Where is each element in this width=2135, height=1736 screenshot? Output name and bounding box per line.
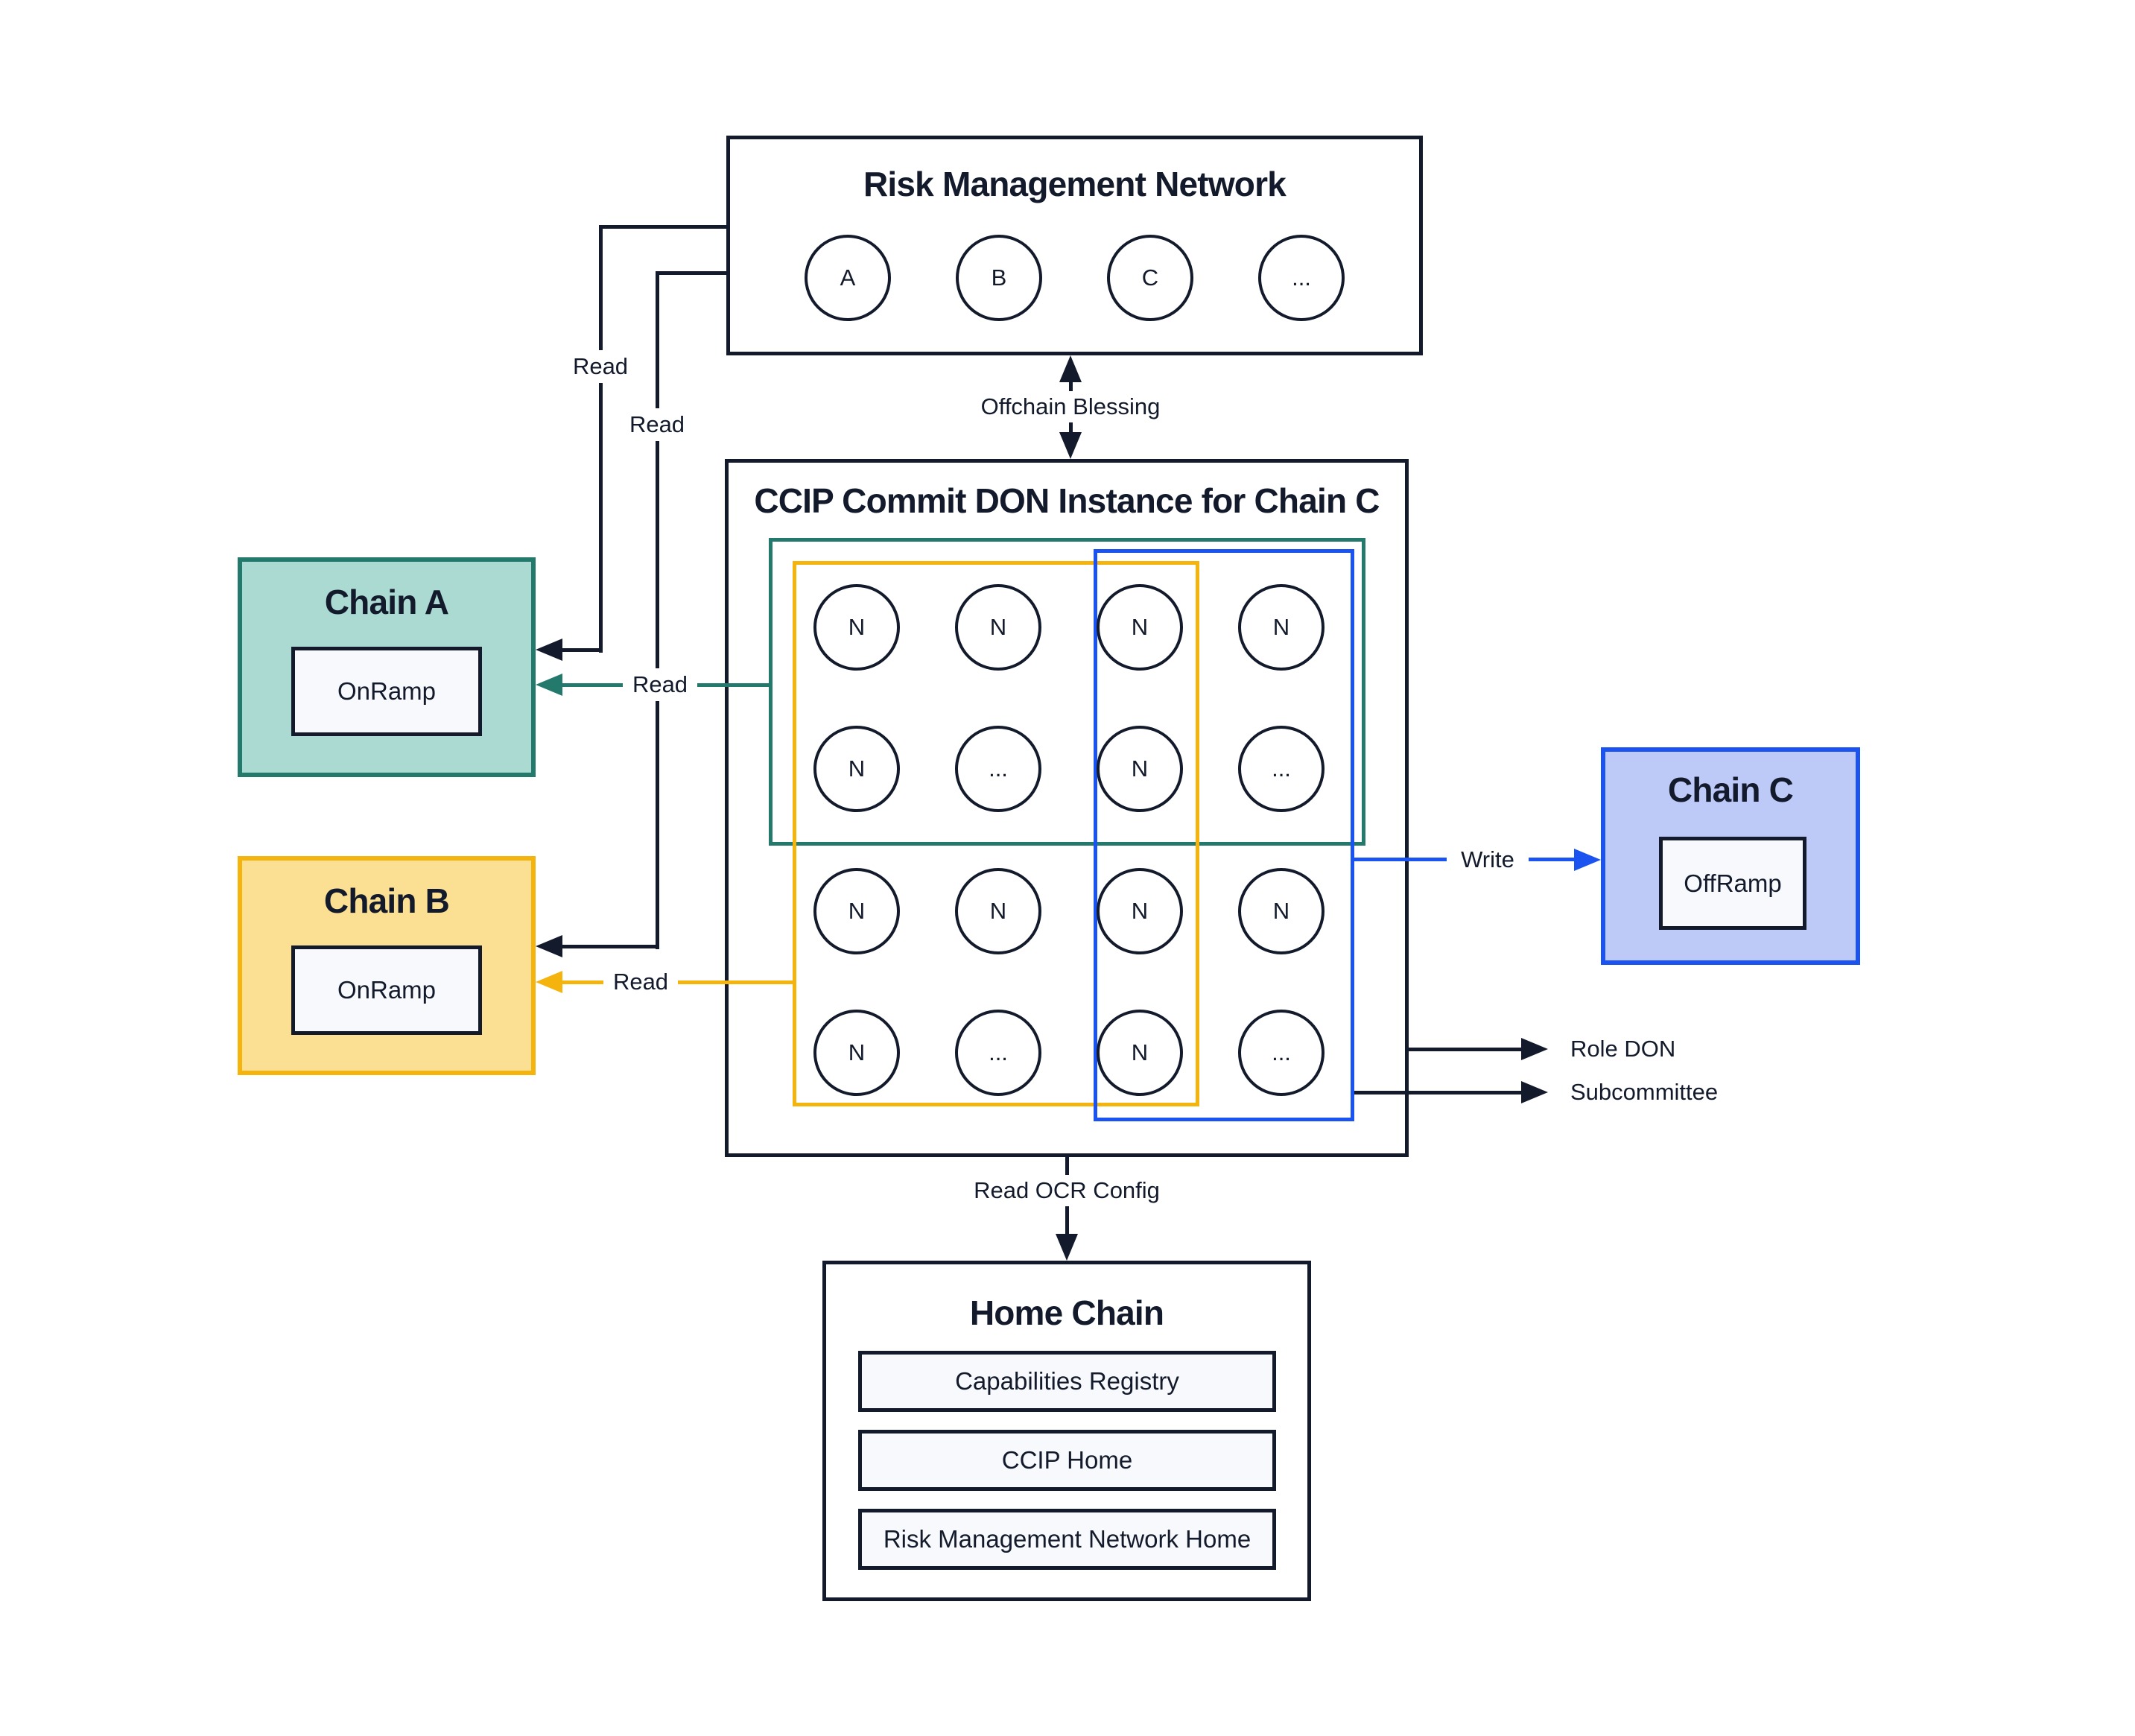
don-node: N	[813, 868, 900, 954]
don-node: N	[813, 584, 900, 671]
don-node: N	[813, 1010, 900, 1096]
don-node: N	[1097, 1010, 1183, 1096]
arrowhead-down-into-home-chain-icon	[1056, 1234, 1078, 1261]
don-node: ...	[1238, 1010, 1325, 1096]
edge-label-read-don-to-chain-b: Read	[603, 966, 678, 998]
arrowhead-blue-into-chain-c-icon	[1574, 849, 1601, 871]
edge-rmn-to-chain-a	[599, 225, 603, 653]
edge-label-read-rmn-to-chain-a: Read	[563, 350, 638, 383]
arrowhead-yellow-into-chain-b-icon	[536, 971, 562, 993]
chain-a-box	[238, 557, 536, 777]
subcommittee-rect-chain-c	[1094, 549, 1354, 1121]
edge-rmn-to-chain-b	[559, 945, 659, 948]
commit-don-title: CCIP Commit DON Instance for Chain C	[754, 481, 1380, 520]
don-node: N	[813, 726, 900, 812]
chain-b-onramp-box: OnRamp	[291, 945, 482, 1035]
chain-b-title: Chain B	[323, 881, 450, 920]
chain-c-offramp-box: OffRamp	[1659, 837, 1806, 930]
don-node: N	[1097, 726, 1183, 812]
arrowhead-teal-into-chain-a-icon	[536, 674, 562, 696]
don-node: ...	[1238, 726, 1325, 812]
home-chain-title: Home Chain	[969, 1293, 1164, 1332]
arrowhead-subcommittee-icon	[1521, 1081, 1548, 1103]
edge-label-read-rmn-to-chain-b: Read	[620, 408, 694, 441]
label-subcommittee: Subcommittee	[1570, 1079, 1719, 1105]
capabilities-registry-box: Capabilities Registry	[858, 1351, 1276, 1412]
chain-a-title: Chain A	[324, 583, 449, 621]
chain-a-onramp-box: OnRamp	[291, 647, 482, 736]
edge-label-offchain-blessing: Offchain Blessing	[970, 391, 1171, 422]
edge-rmn-to-chain-a	[600, 225, 726, 229]
rmn-node: A	[805, 235, 891, 321]
rmn-node: ...	[1258, 235, 1345, 321]
don-node: N	[1097, 868, 1183, 954]
arrowhead-role-don-icon	[1521, 1038, 1548, 1060]
don-node: N	[1238, 584, 1325, 671]
arrowhead-into-chain-a-icon	[536, 639, 562, 661]
rmn-home-box: Risk Management Network Home	[858, 1509, 1276, 1570]
ccip-home-box: CCIP Home	[858, 1430, 1276, 1491]
edge-rmn-to-chain-a	[559, 648, 603, 652]
chain-c-title: Chain C	[1667, 770, 1794, 809]
risk-management-network-title: Risk Management Network	[863, 165, 1287, 203]
edge-role-don	[1409, 1048, 1524, 1051]
don-node: N	[955, 584, 1041, 671]
arrowhead-into-chain-b-icon	[536, 935, 562, 957]
arrowhead-up-into-rmn-icon	[1059, 355, 1082, 382]
edge-label-write: Write	[1447, 843, 1529, 876]
rmn-node: C	[1107, 235, 1193, 321]
subcommittee-rect-chain-a	[769, 538, 1365, 846]
edge-rmn-to-chain-b	[656, 271, 659, 949]
chain-b-box	[238, 856, 536, 1075]
rmn-node: B	[956, 235, 1042, 321]
don-node: N	[1097, 584, 1183, 671]
label-role-don: Role DON	[1570, 1036, 1676, 1062]
arrowhead-down-into-don-icon	[1059, 432, 1082, 459]
subcommittee-rect-chain-b	[793, 561, 1199, 1106]
edge-label-read-don-to-chain-a: Read	[623, 668, 697, 701]
edge-subcommittee	[1354, 1091, 1524, 1094]
edge-label-read-ocr-config: Read OCR Config	[966, 1175, 1167, 1206]
don-node: N	[955, 868, 1041, 954]
don-node: ...	[955, 1010, 1041, 1096]
edge-rmn-to-chain-b	[657, 271, 726, 275]
don-node: ...	[955, 726, 1041, 812]
don-node: N	[1238, 868, 1325, 954]
